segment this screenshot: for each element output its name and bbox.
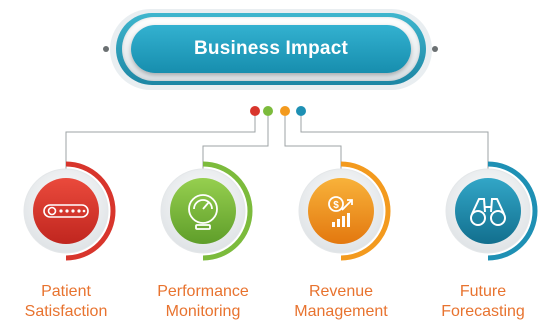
label-line-2: Forecasting (441, 303, 525, 320)
rating-stars-icon (43, 204, 89, 218)
page-title: Business Impact (194, 38, 348, 59)
patient-satisfaction-node (23, 161, 116, 261)
connector-revenue (284, 116, 342, 170)
binoculars-icon (470, 198, 506, 226)
svg-text:$: $ (333, 200, 339, 211)
title-pill: Business Impact (131, 25, 411, 73)
label-line-1: Patient (41, 283, 91, 300)
connector-performance (202, 116, 269, 170)
red-dot (250, 106, 260, 116)
performance-monitoring-node (160, 161, 253, 261)
revenue-growth-icon: $ (328, 196, 353, 227)
label-future-forecasting: Future Forecasting (428, 282, 538, 322)
orange-dot (280, 106, 290, 116)
label-line-1: Revenue (308, 283, 374, 300)
connector-patient (65, 116, 256, 170)
right-endcap-dot (432, 46, 438, 52)
label-revenue-management: Revenue Management (286, 282, 396, 322)
label-line-2: Monitoring (165, 303, 241, 320)
blue-dot (296, 106, 306, 116)
label-patient-satisfaction: Patient Satisfaction (11, 282, 121, 322)
connector-forecasting (300, 116, 489, 170)
revenue-management-node: $ (298, 161, 391, 261)
label-performance-monitoring: Performance Monitoring (148, 282, 258, 322)
label-line-2: Management (294, 303, 388, 320)
speedometer-icon (188, 194, 218, 230)
left-endcap-dot (103, 46, 109, 52)
green-dot (263, 106, 273, 116)
label-line-1: Future (459, 283, 507, 300)
label-line-1: Performance (157, 283, 249, 300)
future-forecasting-node (445, 161, 538, 261)
label-line-2: Satisfaction (24, 303, 108, 320)
